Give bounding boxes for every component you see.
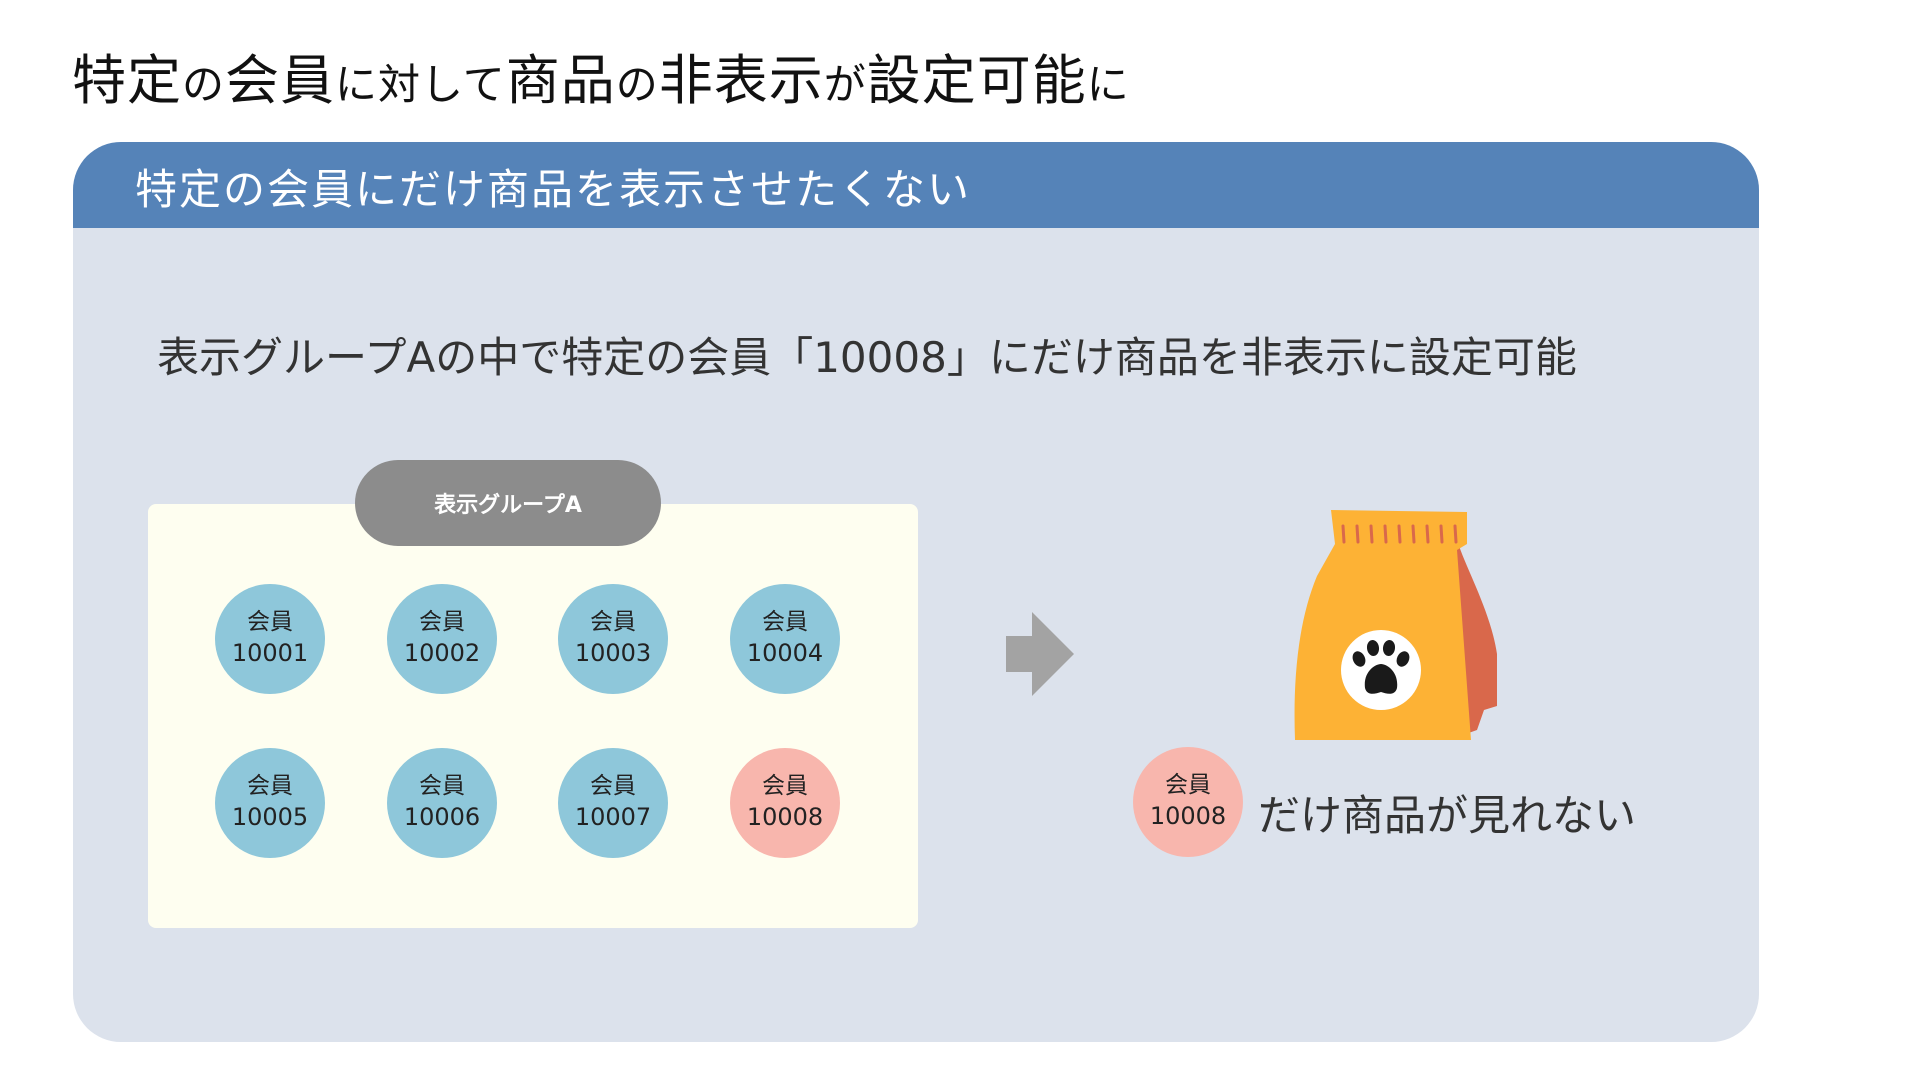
member-label: 会員 <box>762 609 808 636</box>
member-label: 会員 <box>419 609 465 636</box>
member-circle: 会員 10002 <box>387 584 497 694</box>
member-label: 会員 <box>247 609 293 636</box>
member-circle: 会員 10003 <box>558 584 668 694</box>
page-title: 特定の会員に対して商品の非表示が設定可能に <box>72 36 1130 115</box>
title-part: の <box>615 60 659 109</box>
member-label: 会員 <box>247 773 293 800</box>
member-id: 10007 <box>574 803 652 832</box>
title-part: 非表示 <box>658 49 824 112</box>
member-circle: 会員 10006 <box>387 748 497 858</box>
title-part: 商品 <box>505 49 616 112</box>
title-part: 特定 <box>72 49 182 112</box>
paw-icon <box>1341 630 1421 710</box>
member-label: 会員 <box>762 773 808 800</box>
member-id: 10004 <box>746 639 824 668</box>
title-part: 設定可能 <box>866 49 1087 112</box>
display-group-box <box>148 504 918 928</box>
member-label: 会員 <box>590 773 636 800</box>
right-arrow-icon <box>1006 612 1074 696</box>
member-id: 10003 <box>574 639 652 668</box>
member-circle: 会員 10004 <box>730 584 840 694</box>
title-part: に対して <box>335 60 506 109</box>
member-circle: 会員 10007 <box>558 748 668 858</box>
result-text: だけ商品が見れない <box>1258 791 1637 840</box>
content-panel: 特定の会員にだけ商品を表示させたくない 表示グループAの中で特定の会員「1000… <box>73 142 1759 1042</box>
display-group-label: 表示グループA <box>355 460 661 546</box>
pet-food-bag-icon <box>1294 510 1497 740</box>
member-id: 10002 <box>403 639 481 668</box>
member-id: 10008 <box>746 803 824 832</box>
member-circle: 会員 10001 <box>215 584 325 694</box>
result-member-circle: 会員 10008 <box>1133 747 1243 857</box>
title-part: が <box>823 60 867 109</box>
panel-header-title: 特定の会員にだけ商品を表示させたくない <box>135 165 972 214</box>
member-label: 会員 <box>419 773 465 800</box>
description-text: 表示グループAの中で特定の会員「10008」にだけ商品を非表示に設定可能 <box>157 333 1577 382</box>
panel-header: 特定の会員にだけ商品を表示させたくない <box>73 142 1759 228</box>
title-part: 会員 <box>225 49 336 112</box>
member-circle: 会員 10005 <box>215 748 325 858</box>
title-part: に <box>1086 60 1130 109</box>
member-id: 10008 <box>1149 802 1227 831</box>
member-label: 会員 <box>590 609 636 636</box>
member-id: 10001 <box>231 639 309 668</box>
member-id: 10006 <box>403 803 481 832</box>
member-label: 会員 <box>1165 772 1211 799</box>
title-part: の <box>182 60 226 109</box>
member-id: 10005 <box>231 803 309 832</box>
member-circle-highlighted: 会員 10008 <box>730 748 840 858</box>
